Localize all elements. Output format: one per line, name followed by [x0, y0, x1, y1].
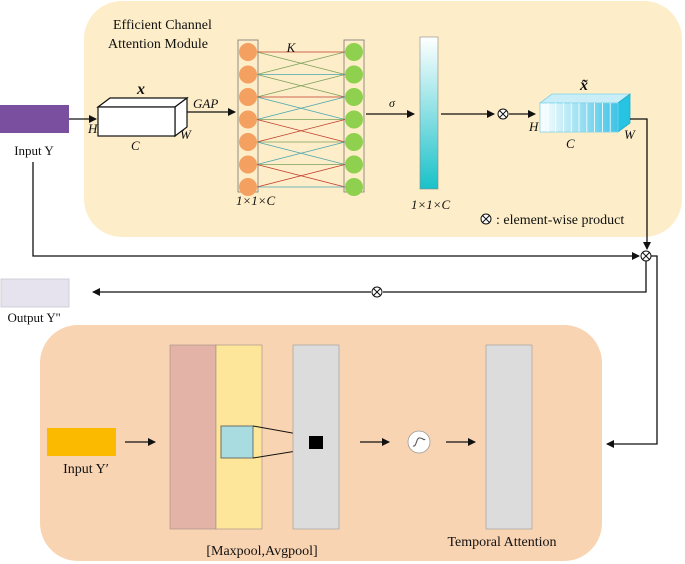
x-label: x	[136, 81, 145, 98]
arrow-to-temporal	[606, 255, 658, 448]
input-y-prime-block	[47, 428, 116, 456]
conv-channel-node	[345, 65, 363, 84]
conv-connection-line	[256, 96, 346, 120]
pooled-channel-node	[239, 43, 257, 61]
k-label: K	[286, 40, 297, 55]
conv-channel-node	[345, 88, 363, 106]
conv-output-cell	[309, 436, 323, 449]
temporal-attention-label: Temporal Attention	[447, 535, 556, 550]
input-y-prime-label: Input Y′	[63, 462, 109, 477]
x-tilde-w-label: W	[624, 127, 636, 142]
conv-channel-node	[345, 178, 363, 196]
pooled-channel-node	[239, 133, 257, 151]
pooled-channel-nodes	[239, 43, 257, 196]
pool-dim-label: 1×1×C	[236, 193, 276, 208]
pooled-channel-node	[239, 178, 257, 196]
pooled-channel-node	[239, 65, 257, 84]
multiply-op-output	[371, 286, 383, 298]
output-y-label: Output Y''	[8, 310, 61, 325]
x-feature-cuboid	[96, 96, 189, 138]
arrow-to-output	[383, 261, 647, 293]
x-h-label: H	[87, 121, 98, 136]
eca-title-line2: Attention Module	[108, 37, 208, 52]
x-w-label: W	[180, 127, 192, 142]
pooled-channel-node	[239, 155, 257, 174]
sigmoid-icon	[407, 430, 431, 454]
eca-1d-conv-connections	[256, 51, 346, 188]
conv-connection-line	[256, 164, 346, 188]
conv-channel-node	[345, 110, 363, 129]
x-tilde-h-label: H	[528, 119, 539, 134]
multiply-op-eca	[497, 108, 509, 120]
conv-channel-node	[345, 43, 363, 61]
channel-attention-bar	[419, 36, 439, 190]
kernel-patch	[220, 425, 254, 459]
conv-connection-line	[256, 74, 346, 98]
gap-label: GAP	[193, 96, 218, 111]
arrow-xtilde-down	[630, 118, 651, 250]
input-y-label: Input Y	[14, 143, 54, 158]
attn-dim-label: 1×1×C	[411, 197, 451, 212]
conv-channel-nodes	[345, 43, 363, 196]
eca-title-line1: Efficient Channel	[113, 18, 212, 33]
eca-module-panel	[84, 1, 682, 237]
sigma-label: σ	[389, 96, 396, 110]
conv-connection-line	[256, 119, 346, 143]
temporal-attention-strip	[485, 344, 533, 530]
pool-label: [Maxpool,Avgpool]	[206, 544, 317, 559]
legend-text: : element-wise product	[496, 213, 624, 228]
pooled-channel-node	[239, 88, 257, 106]
x-tilde-c-label: C	[566, 136, 575, 151]
arrow-residual-input	[32, 162, 640, 260]
output-y-block	[0, 278, 70, 308]
legend-multiply-icon	[480, 213, 492, 225]
conv-connection-line	[256, 141, 346, 165]
maxpool-strip	[169, 344, 217, 530]
pooled-channel-node	[239, 110, 257, 129]
x-tilde-feature-cuboid	[538, 93, 632, 133]
conv-channel-node	[345, 155, 363, 174]
multiply-op-merge	[640, 250, 652, 262]
x-c-label: C	[131, 138, 140, 153]
input-y-block	[0, 105, 69, 133]
x-tilde-label: x̃	[579, 77, 588, 94]
conv-connection-line	[256, 51, 346, 75]
conv-channel-node	[345, 133, 363, 151]
